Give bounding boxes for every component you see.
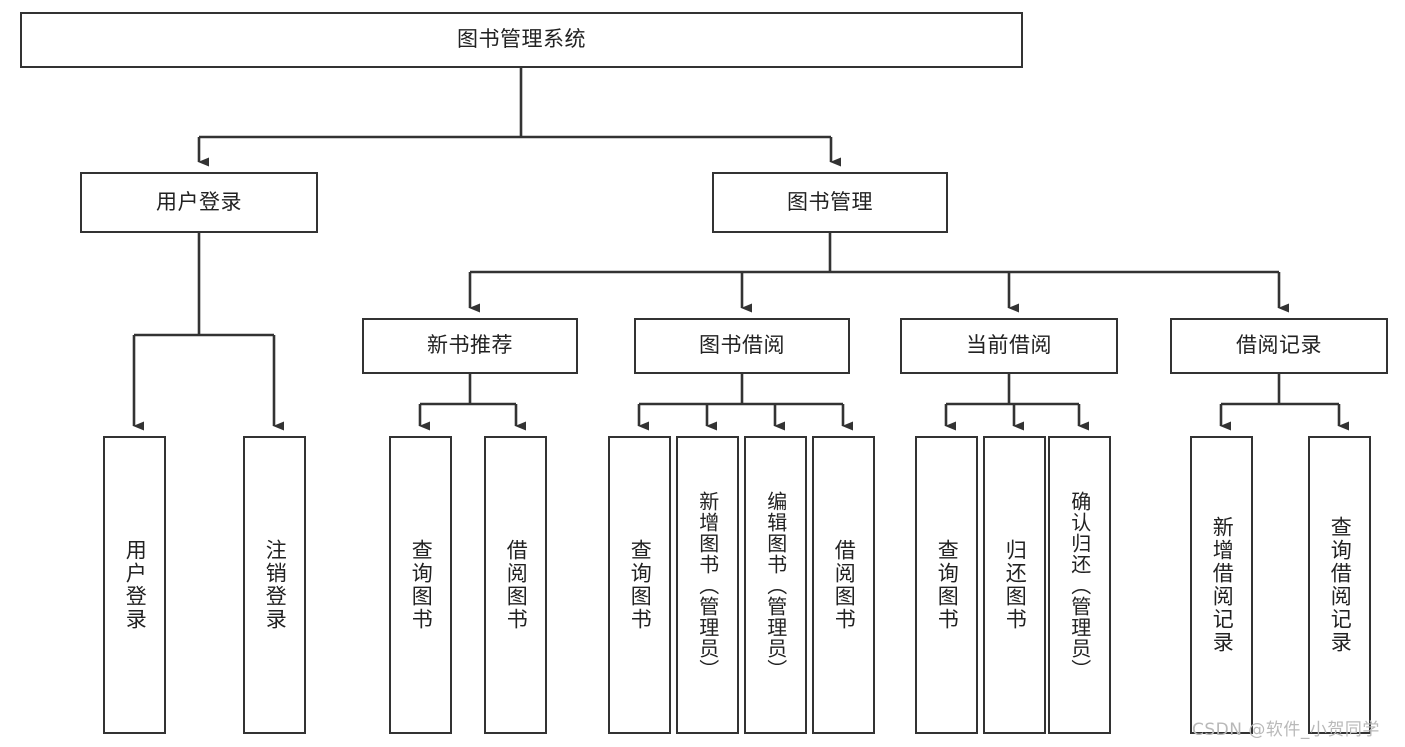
- node-leaf-return-book[interactable]: 归还图书: [983, 436, 1046, 734]
- node-leaf-borrow-book-label: 借阅图书: [832, 539, 857, 631]
- node-book-borrow[interactable]: 图书借阅: [634, 318, 850, 374]
- node-leaf-borrow-query-book-label: 查询图书: [628, 539, 653, 631]
- node-leaf-logout[interactable]: 注销登录: [243, 436, 306, 734]
- node-leaf-query-borrow-record[interactable]: 查询借阅记录: [1308, 436, 1371, 734]
- node-leaf-add-borrow-record[interactable]: 新增借阅记录: [1190, 436, 1253, 734]
- node-leaf-add-borrow-record-label: 新增借阅记录: [1210, 516, 1235, 654]
- node-leaf-query-borrow-record-label: 查询借阅记录: [1328, 516, 1353, 654]
- node-root-label: 图书管理系统: [457, 27, 586, 52]
- node-leaf-recommend-query-book[interactable]: 查询图书: [389, 436, 452, 734]
- node-root[interactable]: 图书管理系统: [20, 12, 1023, 68]
- node-book-management[interactable]: 图书管理: [712, 172, 948, 233]
- node-leaf-current-query-book[interactable]: 查询图书: [915, 436, 978, 734]
- node-leaf-add-book-admin-label: 新增图书（管理员）: [695, 490, 720, 680]
- node-leaf-confirm-return-admin[interactable]: 确认归还（管理员）: [1048, 436, 1111, 734]
- node-leaf-edit-book-admin-label: 编辑图书（管理员）: [763, 490, 788, 680]
- node-current-borrow[interactable]: 当前借阅: [900, 318, 1118, 374]
- node-borrow-record[interactable]: 借阅记录: [1170, 318, 1388, 374]
- node-book-management-label: 图书管理: [787, 189, 873, 214]
- node-leaf-logout-label: 注销登录: [263, 539, 288, 631]
- node-leaf-borrow-query-book[interactable]: 查询图书: [608, 436, 671, 734]
- node-user-login-label: 用户登录: [156, 189, 242, 214]
- node-borrow-record-label: 借阅记录: [1236, 333, 1322, 358]
- node-leaf-recommend-borrow-book-label: 借阅图书: [504, 539, 529, 631]
- node-book-borrow-label: 图书借阅: [699, 333, 785, 358]
- node-leaf-edit-book-admin[interactable]: 编辑图书（管理员）: [744, 436, 807, 734]
- node-leaf-recommend-query-book-label: 查询图书: [409, 539, 434, 631]
- node-leaf-return-book-label: 归还图书: [1003, 539, 1028, 631]
- node-new-book-recommend[interactable]: 新书推荐: [362, 318, 578, 374]
- node-leaf-user-login[interactable]: 用户登录: [103, 436, 166, 734]
- node-current-borrow-label: 当前借阅: [966, 333, 1052, 358]
- node-leaf-user-login-label: 用户登录: [123, 539, 148, 631]
- node-user-login[interactable]: 用户登录: [80, 172, 318, 233]
- node-new-book-recommend-label: 新书推荐: [427, 333, 513, 358]
- node-leaf-current-query-book-label: 查询图书: [935, 539, 960, 631]
- node-leaf-add-book-admin[interactable]: 新增图书（管理员）: [676, 436, 739, 734]
- node-leaf-recommend-borrow-book[interactable]: 借阅图书: [484, 436, 547, 734]
- node-leaf-confirm-return-admin-label: 确认归还（管理员）: [1067, 490, 1092, 680]
- node-leaf-borrow-book[interactable]: 借阅图书: [812, 436, 875, 734]
